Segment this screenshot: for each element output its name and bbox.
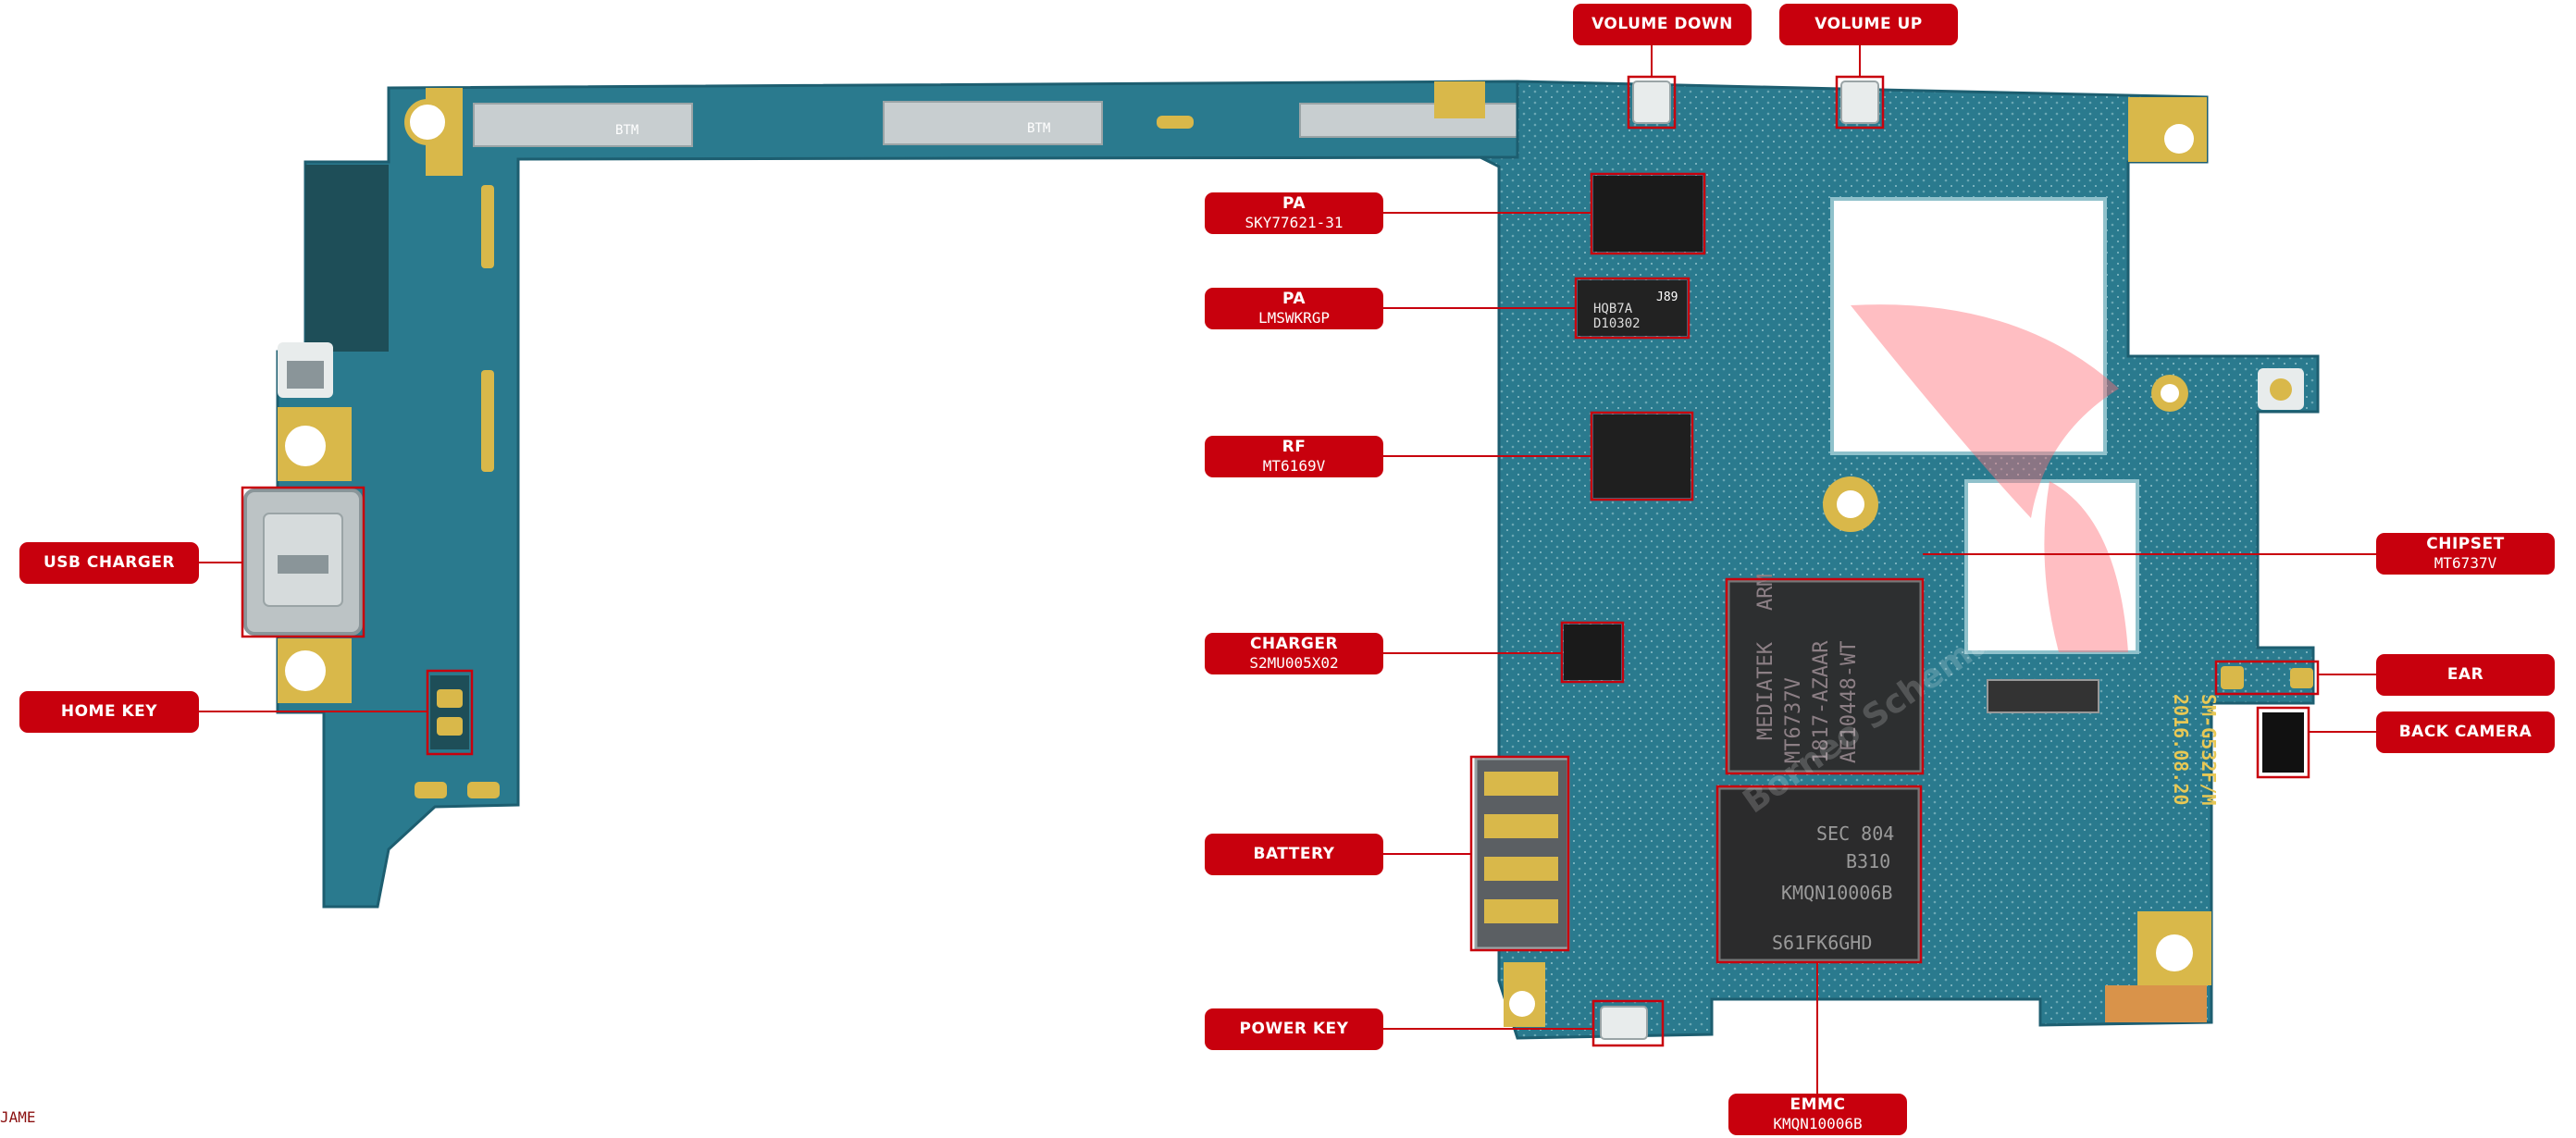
emmc-chip-line-3: KMQN10006B [1781,882,1892,904]
main-board [1474,80,2320,1040]
chipset-line-4: 1817-AZAAR [1810,640,1833,763]
label-power-key-title: POWER KEY [1239,1019,1349,1038]
label-pa-2-part: LMSWKRGP [1257,309,1331,328]
label-charger-part: S2MU005X02 [1249,654,1339,673]
label-pa-2-title: PA [1282,289,1307,308]
board-model: SM-G532F/M [2198,694,2220,805]
label-chipset: CHIPSET MT6737V [2376,533,2555,575]
label-volume-up-title: VOLUME UP [1814,14,1923,33]
label-back-camera-title: BACK CAMERA [2398,722,2533,741]
pa2-chip-line-1: HQB7A [1593,302,1633,316]
footer-name: JAME [0,1108,36,1126]
label-chipset-part: MT6737V [2434,554,2497,573]
label-emmc: EMMC KMQN10006B [1728,1094,1907,1135]
label-emmc-part: KMQN10006B [1773,1115,1863,1133]
label-ear-title: EAR [2446,664,2484,684]
label-pa-1: PA SKY77621-31 [1205,192,1383,234]
leader-lines [199,45,2376,1094]
label-battery-title: BATTERY [1253,844,1335,863]
left-board [243,80,1579,909]
label-pa-1-part: SKY77621-31 [1245,214,1344,232]
label-home-key-title: HOME KEY [60,701,158,721]
emmc-chip-line-1: SEC 804 [1816,823,1894,845]
label-volume-up: VOLUME UP [1779,4,1958,45]
emmc-chip-line-4: S61FK6GHD [1772,932,1872,954]
label-charger: CHARGER S2MU005X02 [1205,633,1383,674]
label-volume-down-title: VOLUME DOWN [1591,14,1733,33]
label-emmc-title: EMMC [1790,1095,1846,1114]
chipset-line-5: AE10448-WT [1838,641,1861,763]
label-pa-1-title: PA [1282,193,1307,213]
j89-mark: J89 [1656,291,1678,304]
label-back-camera: BACK CAMERA [2376,711,2555,753]
label-usb-charger: USB CHARGER [19,542,199,584]
label-home-key: HOME KEY [19,691,199,733]
label-charger-title: CHARGER [1249,634,1339,653]
label-ear: EAR [2376,654,2555,696]
emmc-chip-line-2: B310 [1846,850,1890,872]
label-rf-part: MT6169V [1262,457,1326,476]
chipset-line-3: MT6737V [1782,677,1805,763]
label-rf-title: RF [1282,437,1307,456]
btm-mark-1: BTM [615,123,638,138]
label-rf: RF MT6169V [1205,436,1383,477]
btm-mark-2: BTM [1027,121,1050,136]
label-power-key: POWER KEY [1205,1008,1383,1050]
label-volume-down: VOLUME DOWN [1573,4,1752,45]
label-pa-2: PA LMSWKRGP [1205,288,1383,329]
board-date: 2016.08.20 [2170,694,2192,805]
label-usb-charger-title: USB CHARGER [43,552,176,572]
pa2-chip-line-2: D10302 [1593,316,1641,331]
label-battery: BATTERY [1205,834,1383,875]
label-chipset-title: CHIPSET [2426,534,2505,553]
chipset-line-1: MEDIATEK [1754,641,1777,740]
